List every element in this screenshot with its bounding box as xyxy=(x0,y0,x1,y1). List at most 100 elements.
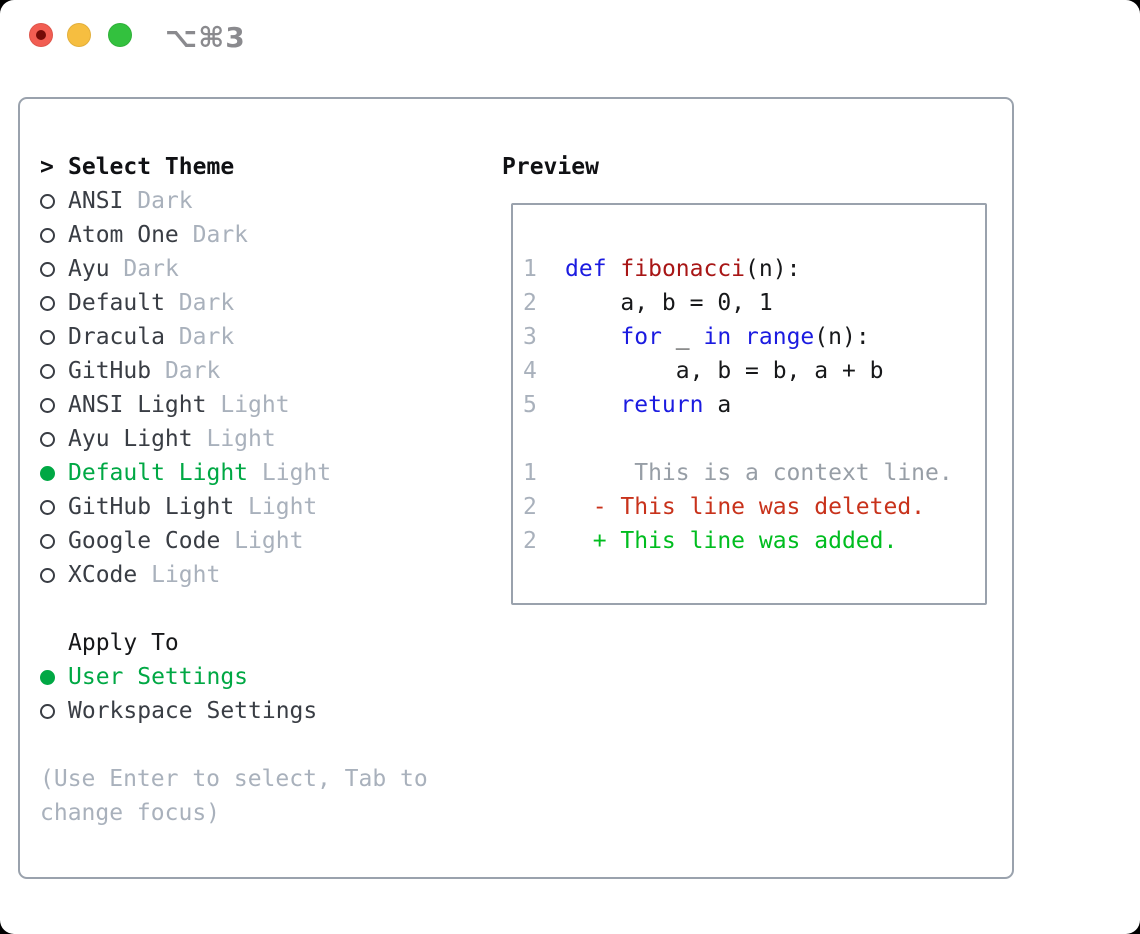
theme-option[interactable]: Default Light Light xyxy=(40,456,460,490)
option-label: Workspace Settings xyxy=(68,698,318,724)
keyboard-hint: (Use Enter to select, Tab to change focu… xyxy=(40,766,428,826)
close-button[interactable] xyxy=(29,23,53,47)
theme-option[interactable]: ANSI Light Light xyxy=(40,388,460,422)
apply-to-option[interactable]: Workspace Settings xyxy=(40,694,460,728)
spacer xyxy=(40,728,460,762)
option-variant-label: Light xyxy=(206,426,276,452)
option-label: Default xyxy=(68,290,165,316)
code-segment: a xyxy=(703,392,732,418)
minimize-button[interactable] xyxy=(67,23,91,47)
theme-option[interactable]: GitHub Dark xyxy=(40,354,460,388)
option-variant-label: Dark xyxy=(192,222,249,248)
radio-selected-icon xyxy=(40,669,55,685)
theme-option[interactable]: ANSI Dark xyxy=(40,184,460,218)
radio-icon xyxy=(40,363,55,379)
theme-option[interactable]: Dracula Dark xyxy=(40,320,460,354)
code-line: 1 This is a context line. xyxy=(523,456,977,490)
code-line: 2 a, b = 0, 1 xyxy=(523,286,977,320)
option-variant-label: Light xyxy=(248,494,318,520)
code-line: 2 + This line was added. xyxy=(523,524,977,558)
radio-icon xyxy=(40,533,55,549)
radio-selected-icon xyxy=(40,465,55,481)
option-label: Google Code xyxy=(68,528,221,554)
option-label: Ayu Light xyxy=(68,426,193,452)
line-number: 1 xyxy=(523,460,537,486)
code-segment: return xyxy=(620,392,704,418)
option-variant-label: Light xyxy=(151,562,221,588)
code-segment: - This line was deleted. xyxy=(565,494,926,520)
code-segment: This is a context line. xyxy=(565,460,953,486)
radio-icon xyxy=(40,193,55,209)
code-segment: range xyxy=(745,324,815,350)
radio-icon xyxy=(40,295,55,311)
code-segment: in xyxy=(703,324,732,350)
code-segment: def xyxy=(565,256,607,282)
option-label: GitHub xyxy=(68,358,152,384)
option-label: Dracula xyxy=(68,324,165,350)
option-label: ANSI Light xyxy=(68,392,207,418)
line-number: 2 xyxy=(523,494,537,520)
option-variant-label: Dark xyxy=(178,324,235,350)
option-label: ANSI xyxy=(68,188,124,214)
option-variant-label: Dark xyxy=(123,256,179,282)
code-segment xyxy=(607,256,621,282)
option-label: XCode xyxy=(68,562,138,588)
select-theme-title: Select Theme xyxy=(68,154,235,180)
line-number: 1 xyxy=(523,256,537,282)
radio-icon xyxy=(40,703,55,719)
theme-option[interactable]: GitHub Light Light xyxy=(40,490,460,524)
zoom-button[interactable] xyxy=(108,23,132,47)
option-variant-label: Light xyxy=(220,392,290,418)
line-number: 2 xyxy=(523,290,537,316)
option-label: GitHub Light xyxy=(68,494,235,520)
code-line: 4 a, b = b, a + b xyxy=(523,354,977,388)
apply-to-header: Apply To xyxy=(40,626,460,660)
radio-icon xyxy=(40,567,55,583)
theme-option[interactable]: Ayu Dark xyxy=(40,252,460,286)
code-segment: (n): xyxy=(814,324,870,350)
radio-icon xyxy=(40,499,55,515)
option-variant-label: Light xyxy=(261,460,332,486)
option-label: Ayu xyxy=(68,256,110,282)
theme-option[interactable]: Atom One Dark xyxy=(40,218,460,252)
apply-to-option[interactable]: User Settings xyxy=(40,660,460,694)
line-number: 3 xyxy=(523,324,537,350)
code-line: 2 - This line was deleted. xyxy=(523,490,977,524)
option-variant-label: Dark xyxy=(164,358,221,384)
apply-to-title: Apply To xyxy=(68,630,179,656)
code-segment: a, b = b, a + b xyxy=(565,358,884,384)
option-label: Default Light xyxy=(68,460,249,486)
prompt-icon: > xyxy=(40,154,54,180)
code-line: 5 return a xyxy=(523,388,977,422)
code-segment: (n): xyxy=(745,256,801,282)
spacer xyxy=(40,592,460,626)
line-number: 5 xyxy=(523,392,537,418)
option-label: Atom One xyxy=(68,222,179,248)
code-segment: a, b = 0, 1 xyxy=(565,290,773,316)
code-segment: _ xyxy=(661,324,704,350)
theme-option[interactable]: Ayu Light Light xyxy=(40,422,460,456)
line-number: 2 xyxy=(523,528,537,554)
line-number: 4 xyxy=(523,358,537,384)
titlebar: ⌥⌘3 xyxy=(0,0,1140,70)
code-segment: for xyxy=(620,324,662,350)
theme-option[interactable]: Google Code Light xyxy=(40,524,460,558)
code-segment xyxy=(565,392,620,418)
code-segment xyxy=(565,324,620,350)
window-title: ⌥⌘3 xyxy=(165,21,246,54)
preview-title: Preview xyxy=(502,154,599,180)
theme-option[interactable]: XCode Light xyxy=(40,558,460,592)
code-line xyxy=(523,422,977,456)
theme-option[interactable]: Default Dark xyxy=(40,286,460,320)
option-label: User Settings xyxy=(68,664,249,690)
radio-icon xyxy=(40,397,55,413)
option-variant-label: Dark xyxy=(137,188,193,214)
code-segment: + This line was added. xyxy=(565,528,898,554)
